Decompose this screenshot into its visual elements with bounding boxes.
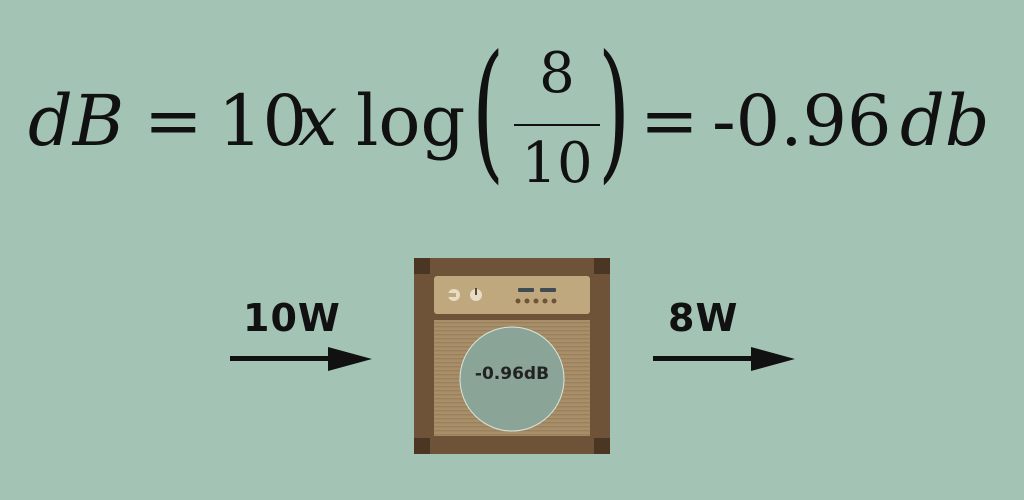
output-arrow-head (751, 347, 795, 371)
formula-coef: 10 (218, 80, 308, 162)
amplifier-icon (414, 258, 610, 454)
formula-func: log (356, 80, 466, 162)
fraction-denominator: 10 (521, 131, 593, 196)
speaker-gain-label: -0.96dB (474, 364, 550, 384)
formula-unit: db (900, 80, 990, 162)
formula-equals-2: = (640, 80, 699, 162)
amplifier: -0.96dB (414, 258, 610, 454)
close-paren: ) (598, 24, 631, 198)
fraction-numerator: 8 (539, 41, 575, 106)
input-arrow-shaft (230, 356, 330, 361)
formula-equals-1: = (144, 80, 203, 162)
output-arrow-shaft (653, 356, 753, 361)
output-power-label: 8W (668, 296, 739, 340)
open-paren: ( (472, 24, 505, 198)
formula: dB = 10 x log ( 8 10 ) = -0.96 db (0, 36, 1024, 220)
fraction-bar (514, 124, 600, 126)
formula-lhs: dB (28, 80, 125, 162)
input-power-label: 10W (243, 296, 341, 340)
formula-result: -0.96 (712, 80, 892, 162)
input-arrow-head (328, 347, 372, 371)
formula-var: x (298, 80, 338, 162)
